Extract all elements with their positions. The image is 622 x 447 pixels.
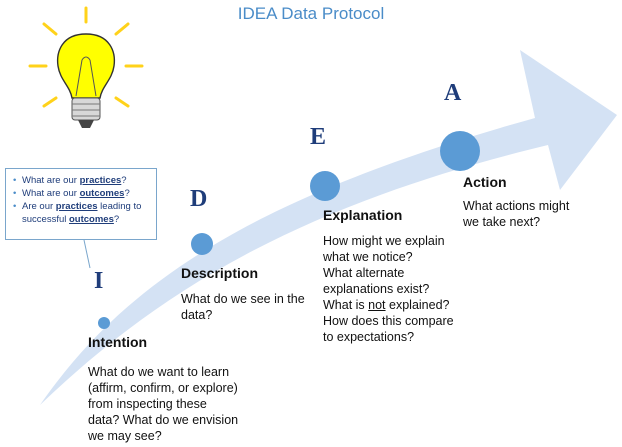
page-title: IDEA Data Protocol	[237, 4, 385, 23]
stage-circle-action	[440, 131, 480, 171]
question-item: Are our practices leading to successful …	[13, 200, 152, 226]
letter-d: D	[190, 186, 208, 212]
stage-title-intention: Intention	[88, 334, 148, 350]
stage-text-description: What do we see in the data?	[181, 292, 305, 322]
letter-a: A	[444, 80, 462, 106]
light-bulb-icon	[28, 6, 144, 128]
question-item: What are our outcomes?	[13, 187, 152, 200]
stage-title-description: Description	[181, 265, 259, 281]
stage-circle-description	[191, 233, 213, 255]
connector-line	[83, 239, 91, 269]
stage-circle-intention	[98, 317, 110, 329]
question-item: What are our practices?	[13, 174, 152, 187]
stage-title-explanation: Explanation	[323, 207, 403, 223]
stage-text-explanation: How might we explain what we notice? Wha…	[323, 234, 454, 344]
stage-text-intention: What do we want to learn (affirm, confir…	[88, 365, 239, 443]
stage-text-action: What actions might we take next?	[463, 199, 570, 229]
stage-title-action: Action	[463, 174, 507, 190]
letter-i: I	[94, 268, 104, 294]
questions-box: What are our practices? What are our out…	[5, 168, 157, 240]
stage-circle-explanation	[310, 171, 340, 201]
letter-e: E	[310, 124, 327, 150]
